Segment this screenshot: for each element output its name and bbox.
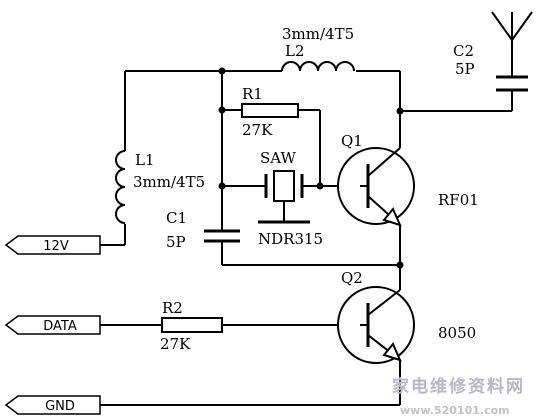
l1-name-label: L1 — [135, 151, 155, 169]
port-12v-label: 12V — [43, 239, 69, 254]
saw-resonator — [258, 170, 310, 224]
q1-part-label: RF01 — [438, 191, 479, 209]
capacitor-c1 — [204, 229, 240, 243]
watermark: 家电维修资料网 www.520101.com — [392, 376, 525, 417]
transistor-q1 — [337, 147, 415, 227]
watermark-url: www.520101.com — [400, 404, 510, 417]
wires — [100, 40, 513, 406]
junction-dot — [218, 182, 226, 190]
l1-spec-label: 3mm/4T5 — [133, 173, 205, 191]
resistor-r2 — [161, 317, 223, 333]
capacitor-c2 — [496, 75, 528, 92]
junctions — [218, 67, 404, 269]
junction-dot — [218, 106, 226, 114]
resistor-r1 — [241, 103, 299, 118]
inductor-l2 — [281, 61, 355, 72]
watermark-cn: 家电维修资料网 — [392, 376, 525, 397]
r2-name-label: R2 — [162, 299, 183, 317]
r1-value-label: 27K — [242, 121, 273, 139]
c2-value-label: 5P — [455, 60, 475, 78]
junction-dot — [396, 261, 404, 269]
r2-value-label: 27K — [160, 335, 191, 353]
port-gnd: GND — [4, 395, 101, 415]
junction-dot — [316, 182, 324, 190]
c1-name-label: C1 — [166, 209, 187, 227]
q1-name-label: Q1 — [341, 132, 363, 150]
q2-part-label: 8050 — [438, 324, 476, 342]
port-gnd-label: GND — [45, 399, 75, 414]
q2-name-label: Q2 — [341, 269, 363, 287]
c1-value-label: 5P — [166, 233, 186, 251]
r1-name-label: R1 — [242, 85, 263, 103]
c2-name-label: C2 — [453, 42, 474, 60]
transistor-q2 — [337, 286, 415, 364]
port-12v: 12V — [4, 235, 101, 255]
saw-name-label: SAW — [260, 149, 297, 167]
l2-spec-label: 3mm/4T5 — [282, 25, 354, 43]
port-data: DATA — [4, 315, 101, 335]
l2-name-label: L2 — [285, 42, 305, 60]
antenna-icon — [491, 11, 533, 41]
port-data-label: DATA — [43, 319, 77, 334]
junction-dot — [396, 107, 404, 115]
component-labels: 3mm/4T5 L2 C2 5P R1 27K L1 3mm/4T5 SAW N… — [133, 25, 479, 353]
saw-part-label: NDR315 — [258, 230, 323, 248]
inductor-l1 — [115, 150, 126, 224]
junction-dot — [218, 67, 226, 75]
